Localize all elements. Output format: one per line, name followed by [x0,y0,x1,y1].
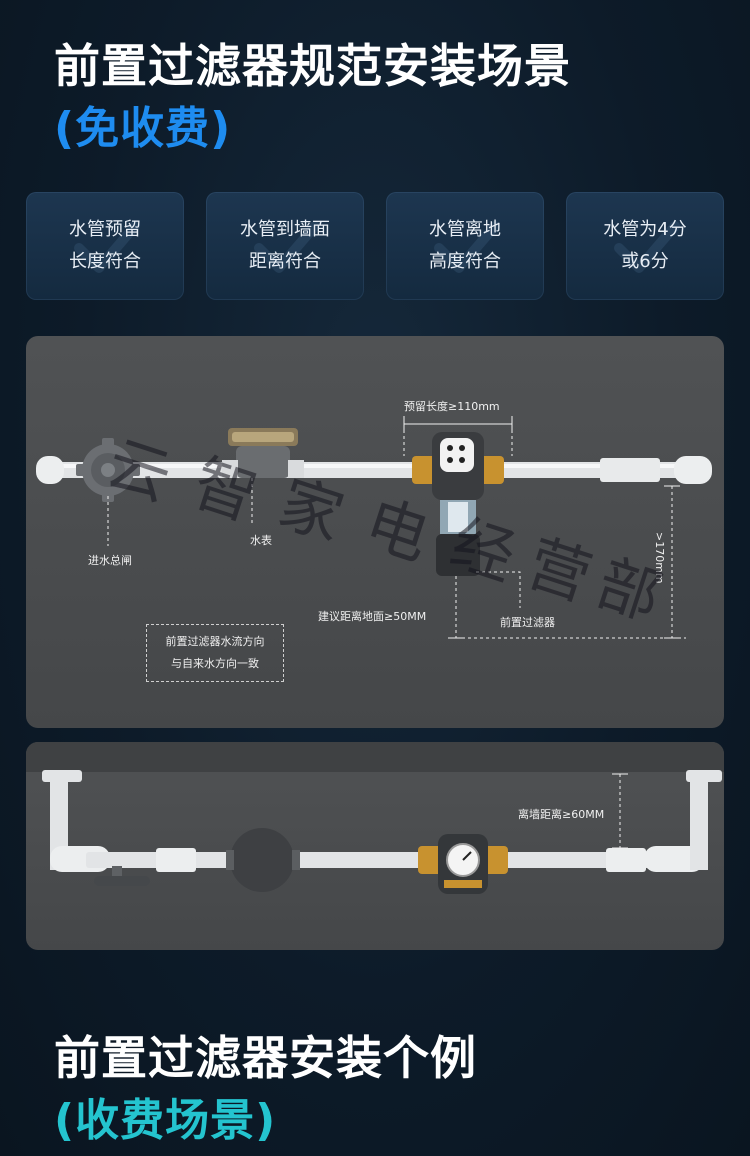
card-line2: 或6分 [621,251,669,272]
pipe-diagram-1 [36,416,712,639]
left-pipe-cap [36,456,64,484]
wall-distance-diagram: 离墙距离≥60MM [26,742,724,950]
label-wall-distance: 离墙距离≥60MM [518,808,605,821]
card-pipe-length: 水管预留长度符合 [26,192,184,300]
right-elbow [644,846,704,872]
page-title: 前置过滤器规范安装场景 [54,39,571,93]
reserve-length-dimension [403,416,513,456]
main-valve-icon [76,438,140,502]
height-dimension [456,485,686,639]
label-min-floor-distance: 建议距离地面≥50MM [318,610,427,623]
card-line2: 距离符合 [249,251,321,272]
card-line2: 高度符合 [429,251,501,272]
check-icon [434,221,500,273]
check-icon [254,221,320,273]
card-pipe-size: 水管为4分或6分 [566,192,724,300]
label-height-from-floor: >170mm [653,532,666,584]
label-reserve-length: 预留长度≥110mm [404,400,500,413]
standard-install-diagram: 进水总闸 水表 预留长度≥110mm >170mm 建议距离地面≥50MM 前置… [26,336,724,728]
section-subtitle-paid: (收费场景) [54,1095,277,1146]
gauge-filter-icon [418,834,508,894]
card-wall-distance: 水管到墙面距离符合 [206,192,364,300]
floor-distance-dimension [448,576,464,639]
prefilter-icon [412,432,504,576]
right-top-pipe [686,770,722,782]
card-floor-height: 水管离地高度符合 [386,192,544,300]
valve-handle-icon [94,866,150,886]
label-prefilter: 前置过滤器 [500,616,555,629]
note-line2: 与自来水方向一致 [171,657,259,670]
right-pipe-cap [674,456,712,484]
card-line1: 水管预留 [69,219,141,240]
wall-strip [26,742,724,772]
requirement-cards: 水管预留长度符合 水管到墙面距离符合 水管离地高度符合 水管为4分或6分 [26,192,724,302]
right-vertical-pipe [690,776,708,870]
coupling-right [606,848,646,872]
coupling-left [156,848,196,872]
pipe-diagram-2 [26,742,724,894]
label-water-meter: 水表 [250,534,272,547]
note-line1: 前置过滤器水流方向 [165,635,265,648]
page-subtitle-free: (免收费) [54,103,232,154]
check-icon [614,221,680,273]
water-meter-icon [222,428,304,478]
wall-distance-dimension [612,773,628,849]
check-icon [74,221,140,273]
section-title: 前置过滤器安装个例 [54,1031,477,1085]
flow-direction-note: 前置过滤器水流方向 与自来水方向一致 [146,624,284,682]
filter-leader [476,571,521,608]
card-line2: 长度符合 [69,251,141,272]
label-main-valve: 进水总闸 [88,554,132,567]
card-line1: 水管离地 [429,219,501,240]
card-line1: 水管到墙面 [240,219,330,240]
meter-ball-icon [230,828,294,892]
pipe-coupling [600,458,660,482]
card-line1: 水管为4分 [603,219,687,240]
